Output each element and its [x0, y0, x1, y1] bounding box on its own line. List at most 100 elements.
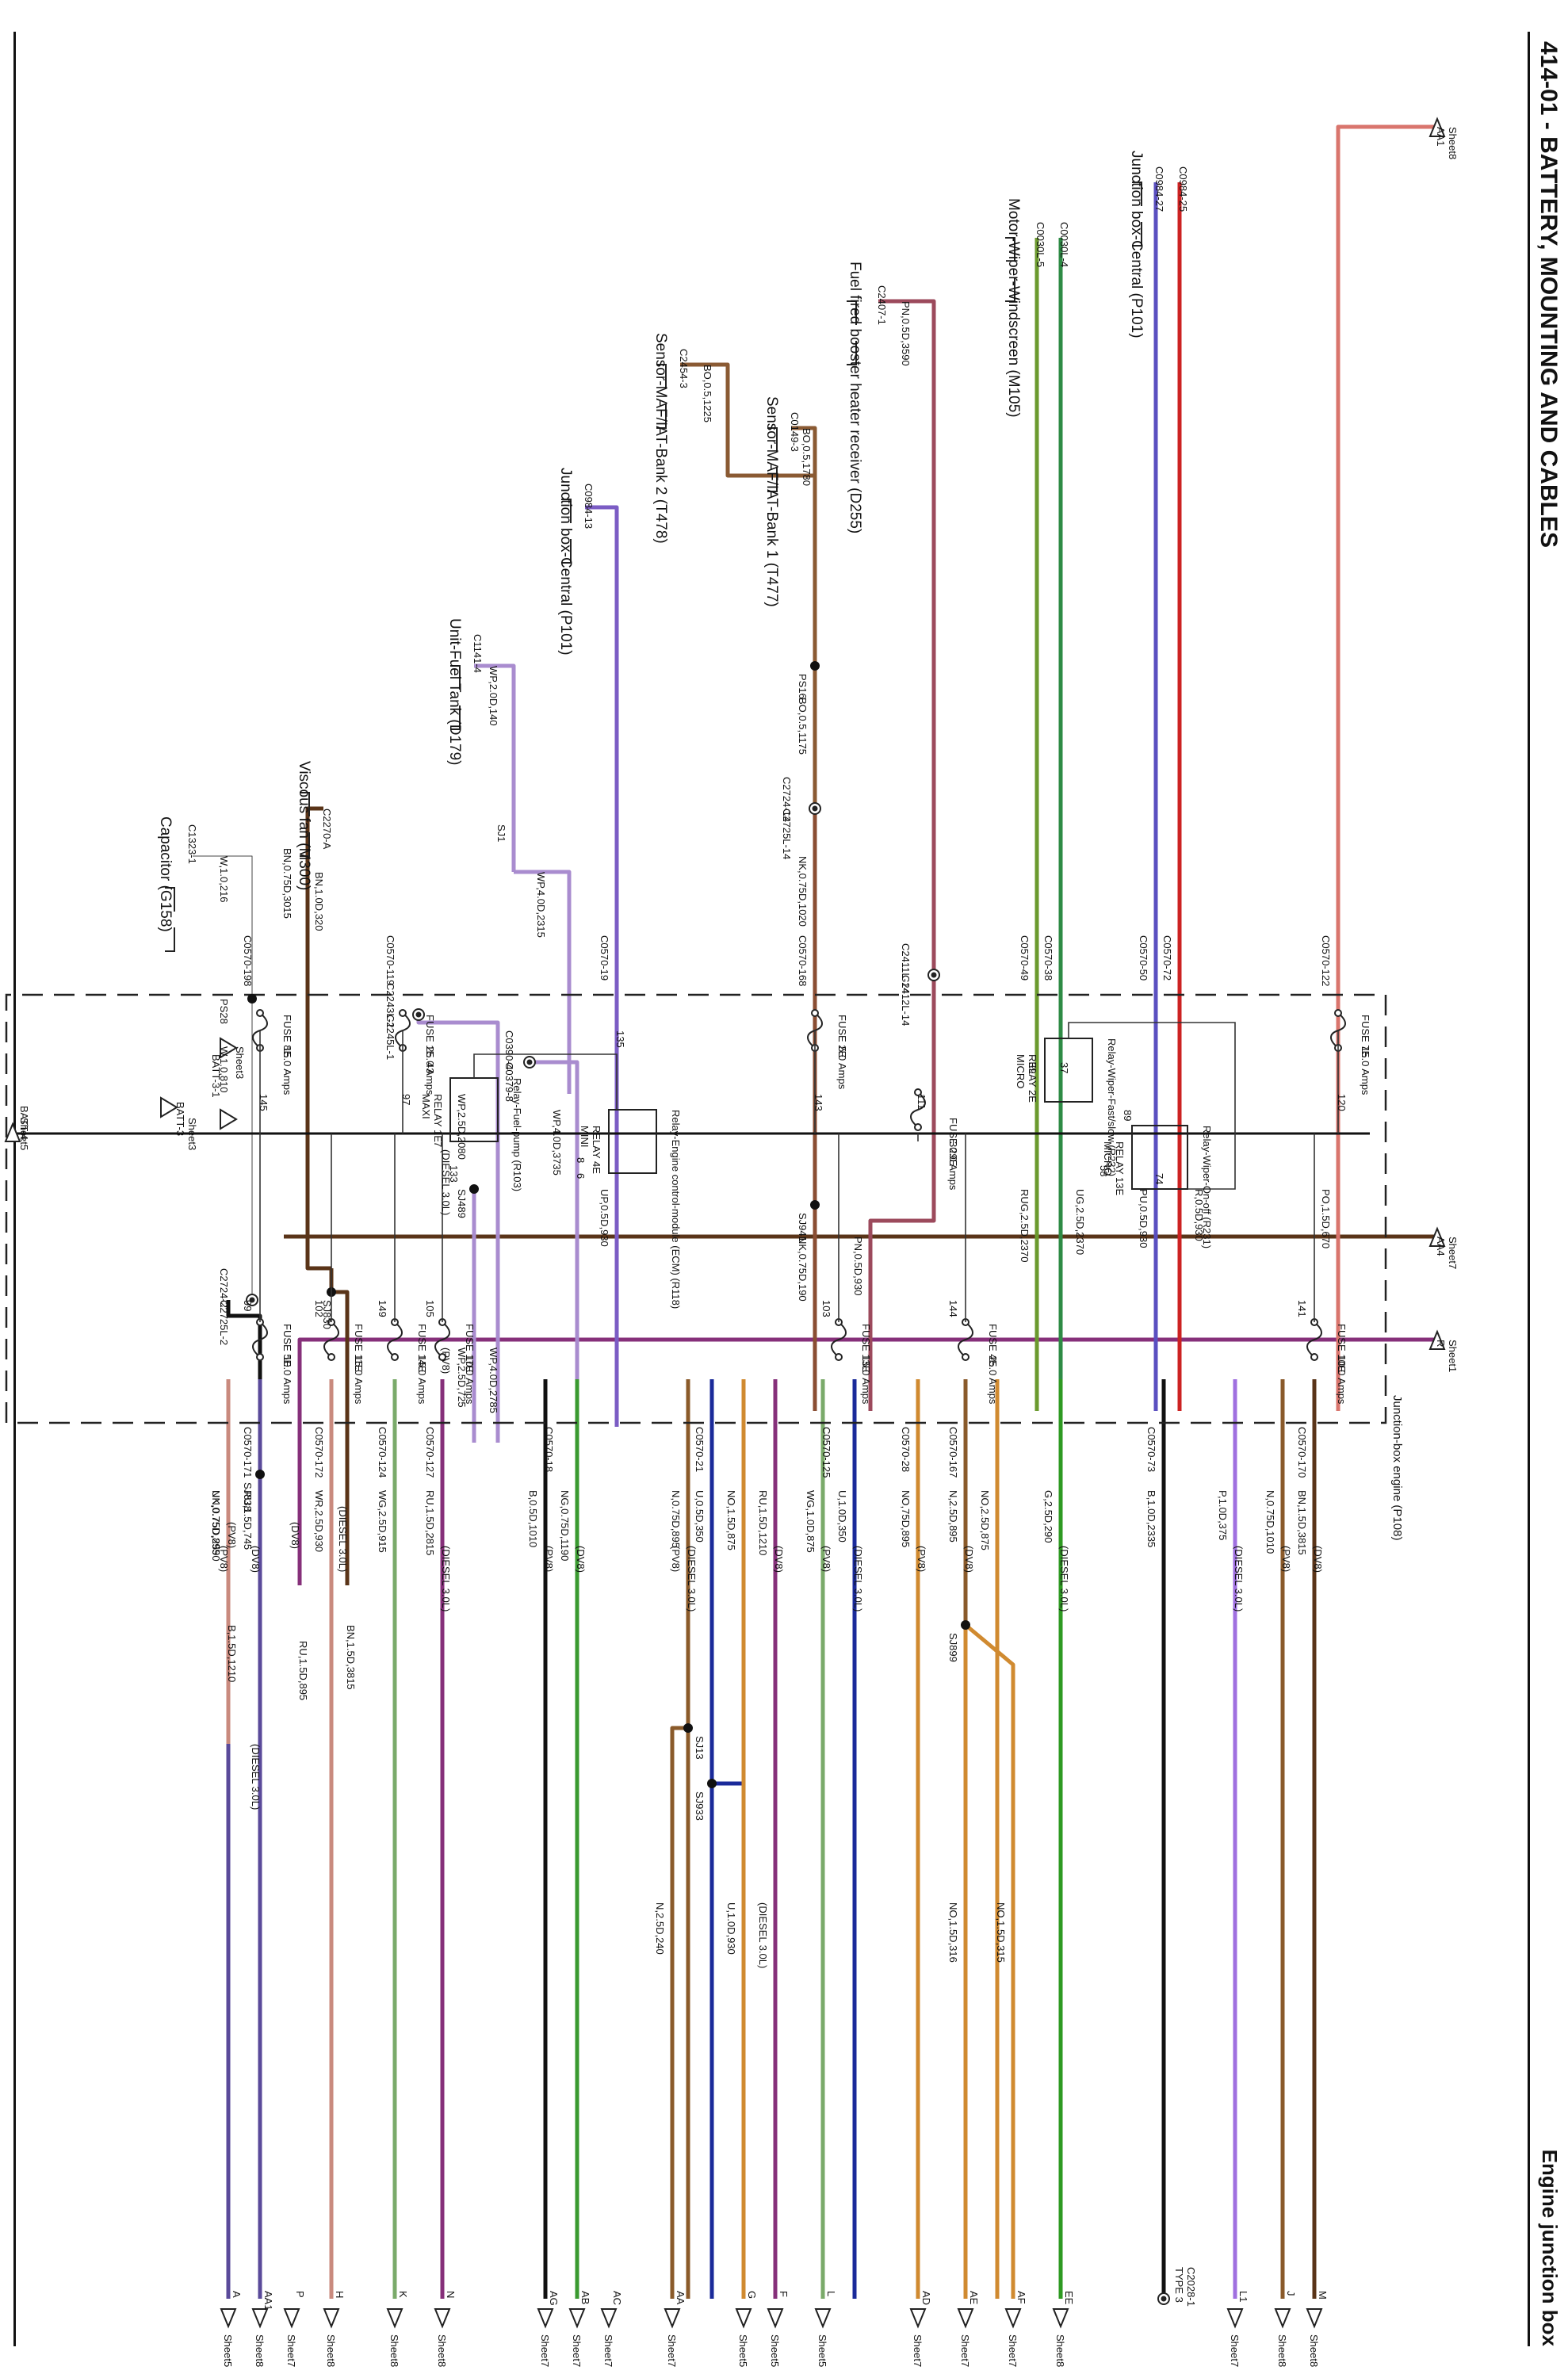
relay2-l2: MICRO	[1015, 1054, 1027, 1088]
bat3-label: BATT-3	[174, 1102, 186, 1136]
conn-right-8: C0570-167	[947, 1427, 959, 1478]
ref-arrow-3	[323, 2308, 340, 2329]
conn-right-7: C0570-28	[900, 1427, 912, 1472]
maf2-label: Sensor-MAF/IAT-Bank 2 (T478)	[652, 333, 669, 544]
var-low-11: (DIESEL 3.0L)	[852, 1546, 864, 1611]
pin-p8: 8	[575, 1157, 587, 1163]
w140	[474, 663, 516, 872]
ref-sheet-7: Sheet7	[571, 2334, 583, 2367]
w930c-label: PU,0.5D,930	[1138, 1189, 1149, 1248]
type3-label: TYPE 3	[1173, 2267, 1185, 2303]
w1210-label: B,1.5D,1210	[226, 1625, 238, 1682]
fuse-f8e-rating: 15.0 Amps	[281, 1046, 293, 1095]
var-diesel-2: (DIESEL 3.0L)	[440, 1149, 452, 1215]
bat3-sheet: Sheet3	[186, 1118, 198, 1150]
w3735-label: WP,4.0D,3735	[551, 1110, 563, 1176]
fuse-f8e-label: FUSE 8E	[281, 1015, 293, 1058]
ref-id-2: P	[294, 2291, 306, 2298]
ref-id-8: AC	[611, 2291, 623, 2305]
fuse-terminal	[914, 1123, 922, 1131]
sj489-dot	[469, 1184, 479, 1194]
sj899-label: SJ899	[947, 1633, 959, 1662]
w-no316-label: NO,1.5D,316	[947, 1902, 959, 1963]
fuse-f11e	[323, 1321, 339, 1358]
sj941-label: SJ941	[797, 1213, 809, 1242]
bat31-sheet: Sheet3	[234, 1046, 246, 1079]
fuse-29e-rating: 30.0 Amps	[947, 1141, 959, 1191]
w140-label: WP,2.0D,140	[488, 666, 499, 726]
pin-p74: 74	[1153, 1173, 1165, 1184]
relay-ecm	[608, 1109, 657, 1174]
conn-right-4: C0570-18	[543, 1427, 555, 1472]
ps28-label: PS28	[218, 999, 230, 1024]
relay4-l1: RELAY 4E	[591, 1126, 602, 1174]
ref-arrow-12	[814, 2308, 832, 2329]
connector-pin	[526, 1059, 533, 1065]
jb-central2-label: Junction box-Central (P101)	[1128, 151, 1145, 338]
w2370b-label: UG,2.5D,2370	[1074, 1189, 1086, 1255]
w-un2590-label: UN,0.75D,2590	[210, 1490, 222, 1562]
w-no315	[964, 1623, 1015, 2299]
connector-pin	[1161, 2296, 1167, 2302]
w3015-label: BN,0.75D,3015	[281, 848, 293, 919]
fuse-terminal	[256, 1009, 264, 1017]
w320	[305, 806, 331, 1271]
relay-wo-label: Relay-Wiper-On-off (R231)	[1201, 1126, 1213, 1248]
var-low-15: (DIESEL 3.0L)	[1233, 1546, 1245, 1611]
fuse-f10e-rating: 10.0 Amps	[1336, 1355, 1348, 1405]
w1175-label: BO,0.5,1175	[797, 698, 809, 755]
aa4-label: AA4	[1435, 1237, 1447, 1256]
ps28-dot	[247, 994, 257, 1004]
ref-id-13: AD	[920, 2291, 932, 2305]
ref-arrow-9	[664, 2308, 681, 2329]
r-label: R	[1435, 1340, 1447, 1347]
ref-arrow-8	[600, 2308, 618, 2329]
ref-id-17: L1	[1237, 2291, 1249, 2302]
fuse-f1e-label: FUSE 1E	[424, 1015, 436, 1058]
junction-box-label: Junction-box engine (P108)	[1390, 1395, 1404, 1540]
fuse-f7e-label: FUSE 7E	[1360, 1015, 1371, 1058]
pin-p99: 99	[242, 1300, 254, 1311]
ref-sheet-13: Sheet7	[912, 2334, 924, 2367]
ref-id-7: AB	[579, 2291, 591, 2304]
w930b	[868, 975, 936, 1411]
ref-sheet-10: Sheet5	[737, 2334, 749, 2367]
jb-central-label: Junction box-Central (P101)	[557, 468, 574, 656]
w3735	[530, 1060, 579, 1451]
relay13-l1: RELAY 13E	[1114, 1141, 1126, 1196]
c2412-label: C2412L-14	[900, 975, 912, 1026]
fuse-terminal	[327, 1353, 335, 1361]
bat4-label: BATT-4	[18, 1106, 30, 1140]
ref-id-11: F	[778, 2291, 790, 2297]
c2725-14-label: C2725L-14	[781, 809, 793, 859]
w-ru745-label: RU,1.5D,745	[242, 1490, 254, 1550]
ref-arrow-19	[1306, 2308, 1323, 2329]
fuse-f2e-rating: 5.0 Amps	[836, 1046, 848, 1090]
fuse-terminal	[438, 1353, 446, 1361]
r-sheet: Sheet1	[1447, 1340, 1459, 1372]
relay1-l1: RELAY 1E	[432, 1094, 444, 1142]
c0379-label: C0379-8	[503, 1062, 515, 1102]
ref-sheet-3: Sheet8	[325, 2334, 337, 2367]
var-pv8-1: (PV8)	[226, 1522, 238, 1548]
fuse-f14e	[387, 1321, 403, 1358]
conn-c0570-72: C0570-72	[1161, 935, 1173, 981]
wiper-label: Motor-Wiper-Windscreen (M105)	[1005, 198, 1022, 418]
fuse-terminal	[914, 1088, 922, 1096]
w-n1010-label: N,0.75D,1010	[1264, 1490, 1276, 1554]
pin-p102: 102	[313, 1300, 325, 1317]
conn-right-10: C0570-170	[1296, 1427, 1308, 1478]
w810-label: W,1.0,810	[218, 1046, 230, 1093]
sj838-label: SJ838	[242, 1482, 254, 1512]
ref-arrow-15	[1004, 2308, 1022, 2329]
sj13-label: SJ13	[694, 1736, 706, 1760]
ref-sheet-8: Sheet7	[602, 2334, 614, 2367]
conn-right-5: C0570-21	[694, 1427, 706, 1472]
ref-arrow-17	[1226, 2308, 1244, 2329]
w670-label: PO,1.5D,670	[1320, 1189, 1332, 1248]
w2785-label: WP,4.0D,2785	[488, 1348, 499, 1413]
c2407-label: C2407-1	[876, 285, 888, 325]
bat-triangle-3	[160, 1096, 178, 1118]
w-n240	[670, 1569, 690, 2299]
